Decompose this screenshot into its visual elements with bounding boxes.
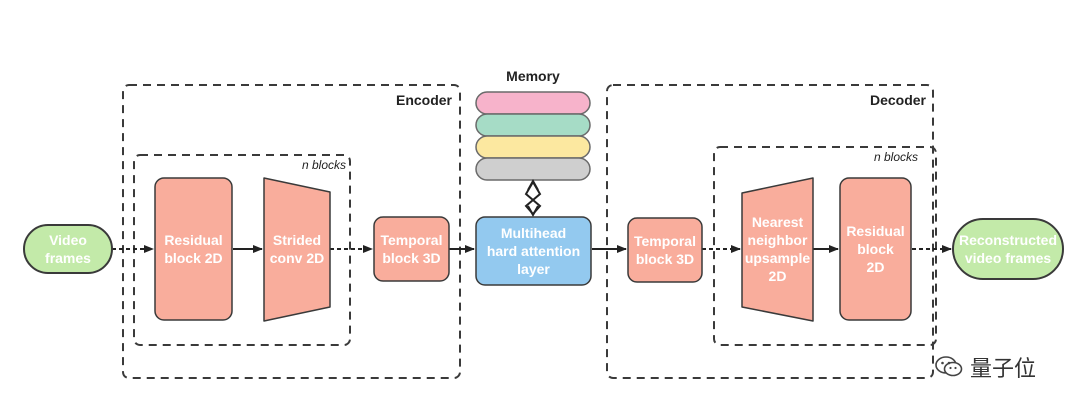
video-frames-label: Video frames (45, 232, 91, 266)
memory-slot (475, 113, 591, 137)
node-label-line: block (857, 241, 894, 257)
node-label-line: Multihead (501, 225, 566, 241)
watermark-text: 量子位 (970, 357, 1037, 382)
encoder-temporal-block (373, 216, 450, 282)
encoder-residual-block-label: Residual block 2D (164, 232, 222, 266)
encoder-label: Encoder (396, 92, 453, 108)
node-label-line: Strided (273, 232, 321, 248)
node-label-line: Residual (164, 232, 222, 248)
reconstructed-frames-node (952, 218, 1064, 280)
connector-arrowhead-up (527, 178, 539, 191)
node-label-line: 2D (867, 259, 885, 275)
decoder-nblocks-box (713, 146, 937, 346)
node-label-line: Video (49, 232, 87, 248)
nearest-upsample-label: Nearest neighbor upsample 2D (745, 214, 811, 284)
wechat-logo-icon (935, 356, 963, 377)
node-label-line: video frames (965, 250, 1052, 266)
nearest-upsample-trapezoid (741, 177, 814, 322)
decoder-temporal-block-label: Temporal block 3D (634, 233, 696, 267)
node-label-line: Residual (846, 223, 904, 239)
memory-slot (475, 135, 591, 159)
memory-slot (475, 91, 591, 115)
decoder-residual-block-label: Residual block 2D (846, 223, 904, 275)
strided-conv-label: Strided conv 2D (270, 232, 324, 266)
decoder-label: Decoder (870, 92, 927, 108)
multihead-attention-node (475, 216, 592, 286)
encoder-box (122, 84, 461, 379)
node-label-line: Reconstructed (959, 232, 1057, 248)
node-label-line: hard attention (487, 243, 580, 259)
node-label-line: Temporal (634, 233, 696, 249)
node-label-line: 2D (769, 268, 787, 284)
video-frames-node (23, 224, 113, 274)
connector-arrowhead-down (527, 205, 539, 218)
node-label-line: upsample (745, 250, 811, 266)
node-label-line: block 3D (636, 251, 694, 267)
memory-label: Memory (506, 68, 560, 84)
node-label-line: conv 2D (270, 250, 324, 266)
node-label-line: block 2D (164, 250, 222, 266)
memory-slot (475, 157, 591, 181)
decoder-residual-block (839, 177, 912, 321)
strided-conv-trapezoid (263, 177, 331, 322)
node-label-line: Nearest (752, 214, 804, 230)
decoder-box (606, 84, 934, 379)
decoder-nblocks-label: n blocks (874, 150, 918, 164)
reconstructed-frames-label: Reconstructed video frames (959, 232, 1057, 266)
encoder-temporal-block-label: Temporal block 3D (381, 232, 443, 266)
encoder-residual-block (154, 177, 233, 321)
watermark: 量子位 (934, 347, 1054, 387)
node-label-line: frames (45, 250, 91, 266)
memory-attention-connector (524, 181, 542, 215)
node-label-line: neighbor (748, 232, 808, 248)
encoder-nblocks-label: n blocks (302, 158, 346, 172)
multihead-attention-label: Multihead hard attention layer (487, 225, 580, 277)
decoder-temporal-block (627, 217, 703, 283)
node-label-line: layer (517, 261, 550, 277)
node-label-line: block 3D (382, 250, 440, 266)
node-label-line: Temporal (381, 232, 443, 248)
memory-stack (475, 91, 591, 181)
